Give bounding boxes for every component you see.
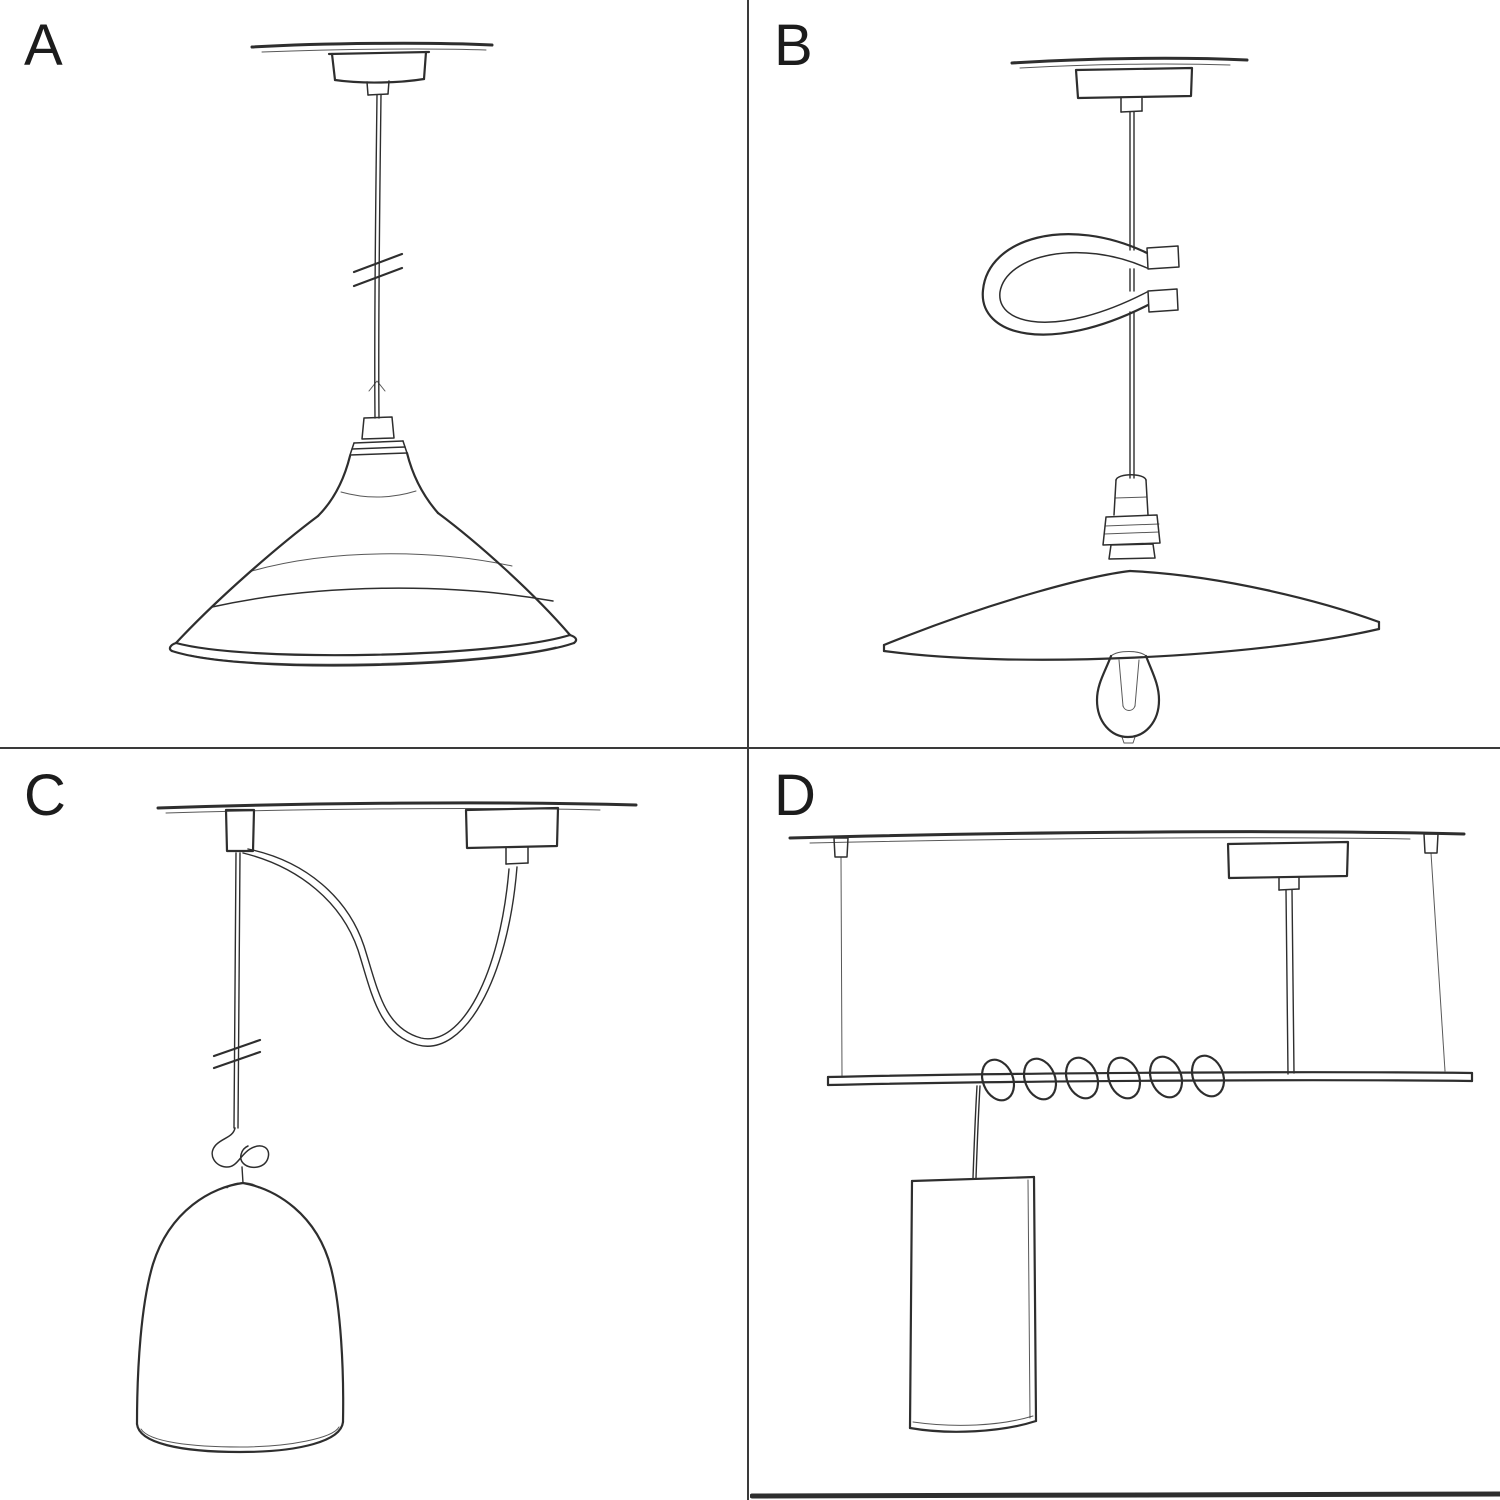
pendant-bowl-shade-sketch <box>168 41 578 667</box>
ceiling-line <box>156 801 638 814</box>
panel-label-a: A <box>24 13 64 78</box>
horizontal-divider <box>0 747 1500 749</box>
filament-bulb <box>1095 651 1161 744</box>
hanging-cable <box>233 852 241 1129</box>
suspension-wire-right <box>1423 833 1446 1072</box>
hanging-cable <box>1129 111 1135 479</box>
ceiling-canopy <box>327 50 431 96</box>
panel-label-d: D <box>774 763 817 828</box>
panel-label-c: C <box>24 763 67 828</box>
bell-jar-shade <box>135 1181 345 1454</box>
lamp-holder <box>1102 474 1161 560</box>
ceiling-line <box>788 830 1466 844</box>
hanging-cable <box>972 1085 981 1179</box>
ceiling-line <box>250 41 494 53</box>
ceiling-hook-mount <box>224 808 256 853</box>
cable-length-marker <box>212 1038 262 1070</box>
coiled-cable <box>980 1054 1226 1102</box>
bottom-border-line <box>750 1491 1500 1499</box>
plate-shade <box>882 569 1381 661</box>
vertical-divider <box>747 0 749 1500</box>
suspension-wire-left <box>833 837 849 1077</box>
panel-label-b: B <box>774 13 814 78</box>
cable-length-marker <box>352 252 404 288</box>
panel-a: A <box>0 0 750 750</box>
cable-knot <box>211 1127 270 1184</box>
cable-clip-loop <box>981 233 1180 336</box>
lamp-holder <box>316 416 440 518</box>
ceiling-canopy <box>1074 66 1194 113</box>
panel-c: C <box>0 750 750 1500</box>
bowl-shade <box>168 511 578 667</box>
panel-b: B <box>750 0 1500 750</box>
panel-d: D <box>750 750 1500 1500</box>
hanging-cable <box>368 94 386 419</box>
swag-cable <box>242 848 518 1047</box>
tube-shade <box>908 1175 1038 1433</box>
swag-pendant-bell-jar-sketch <box>135 801 638 1454</box>
ceiling-line <box>1010 56 1249 69</box>
support-rod <box>1285 889 1295 1075</box>
ceiling-canopy <box>1226 840 1350 891</box>
ceiling-canopy <box>464 806 560 865</box>
pendant-plate-shade-sketch <box>882 56 1381 744</box>
bar-suspension-tube-shade-sketch <box>750 830 1500 1499</box>
